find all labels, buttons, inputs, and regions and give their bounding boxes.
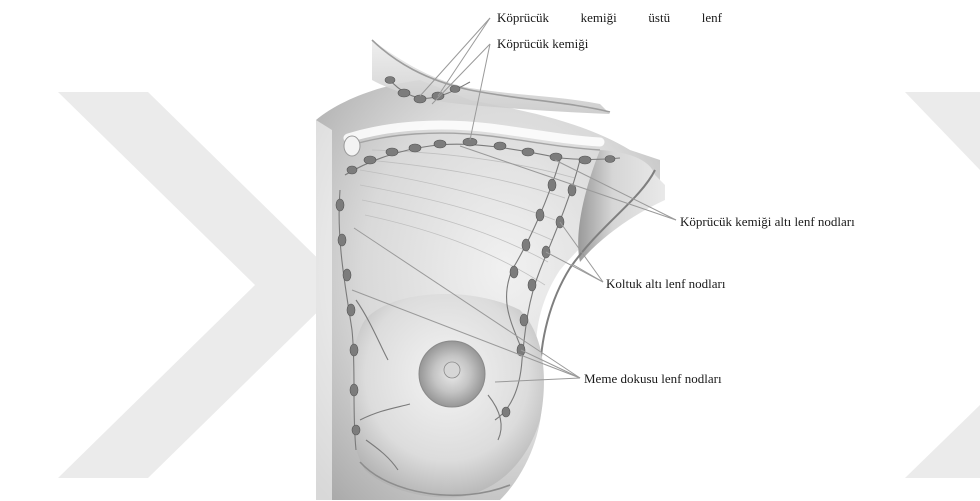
label-word: kemiği <box>581 10 617 26</box>
lymph-node <box>409 144 421 152</box>
watermark-chevron-left <box>58 92 345 478</box>
lymph-node <box>352 425 360 435</box>
lymph-node <box>336 199 344 211</box>
lymph-node <box>364 156 376 164</box>
lymph-node <box>414 95 426 103</box>
lymph-node <box>434 140 446 148</box>
lymph-node <box>347 166 357 174</box>
leader-line-axillary-3 <box>572 264 603 282</box>
lymph-node <box>522 148 534 156</box>
label-breast-tissue-nodes: Meme dokusu lenf nodları <box>584 371 722 387</box>
label-clavicle: Köprücük kemiği <box>497 36 588 52</box>
lymph-node <box>398 89 410 97</box>
label-word: lenf <box>702 10 722 26</box>
lymph-node <box>385 77 395 84</box>
lymph-node <box>605 156 615 163</box>
leader-line-supraclavicular-1 <box>420 18 490 96</box>
lymph-node <box>522 239 530 251</box>
label-axillary-nodes: Koltuk altı lenf nodları <box>606 276 726 292</box>
lymph-node <box>550 153 562 161</box>
lymph-node <box>350 384 358 396</box>
lymph-node <box>343 269 351 281</box>
lymph-node <box>520 314 528 326</box>
lymph-node <box>510 266 518 278</box>
label-supraclavicular-nodes: Köprücük kemiği üstü lenf <box>497 10 722 26</box>
lymph-node <box>536 209 544 221</box>
torso-illustration <box>316 40 665 500</box>
lymph-node <box>548 179 556 191</box>
label-word: Köprücük <box>497 10 549 26</box>
lymph-node <box>350 344 358 356</box>
watermark-chevron-right <box>905 92 980 478</box>
lymph-node <box>338 234 346 246</box>
label-word: üstü <box>648 10 670 26</box>
lymph-node <box>494 142 506 150</box>
lymph-node <box>502 407 510 417</box>
lymph-node <box>450 86 460 93</box>
nipple <box>444 362 460 378</box>
sternoclavicular-joint <box>344 136 360 156</box>
left-edge-shade <box>316 120 332 500</box>
leader-line-supraclavicular-2 <box>438 18 490 96</box>
lymph-node <box>579 156 591 164</box>
lymph-node <box>528 279 536 291</box>
lymph-node <box>386 148 398 156</box>
label-infraclavicular-nodes: Köprücük kemiği altı lenf nodları <box>680 214 855 230</box>
lymph-node <box>347 304 355 316</box>
